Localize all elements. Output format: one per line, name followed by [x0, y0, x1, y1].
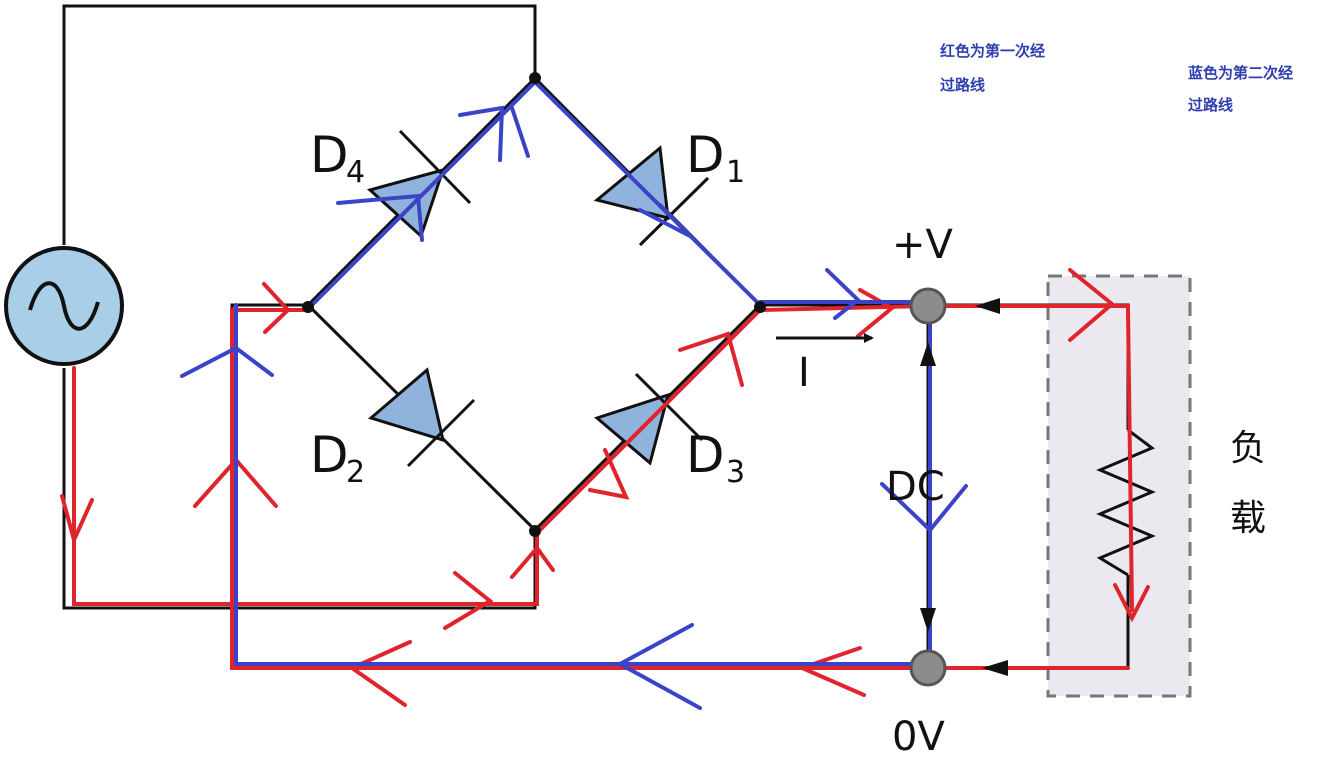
- label-d3: D: [686, 426, 725, 484]
- diode-d3: [593, 372, 704, 466]
- label-d1: D: [686, 126, 725, 184]
- blue-current-path: [180, 80, 968, 710]
- label-dc: DC: [886, 464, 945, 510]
- label-d2: D: [310, 426, 349, 484]
- legend-red-line2: 过路线: [940, 76, 985, 94]
- dc-arrows: [920, 298, 1008, 676]
- base-wiring: [62, 4, 1130, 670]
- red-current-path: [60, 268, 1150, 707]
- label-plus-v: +V: [892, 222, 954, 268]
- diode-d1: [593, 145, 710, 247]
- junction-dots: [302, 72, 766, 537]
- diode-d4: [366, 129, 472, 239]
- legend-blue-line2: 过路线: [1188, 96, 1233, 114]
- terminal-zero-v: [909, 649, 947, 687]
- label-d4-sub: 4: [346, 155, 365, 190]
- label-zero-v: 0V: [892, 714, 945, 760]
- label-load-1: 负: [1230, 428, 1266, 469]
- label-d2-sub: 2: [346, 455, 365, 490]
- load-box: [1046, 274, 1192, 698]
- label-current: I: [798, 350, 810, 396]
- legend-red-line1: 红色为第一次经: [940, 42, 1045, 60]
- sine-wave-icon: [28, 281, 100, 331]
- label-d3-sub: 3: [726, 455, 745, 490]
- diode-d2: [367, 367, 476, 468]
- ac-source: [4, 246, 124, 366]
- load-resistor: [1096, 428, 1156, 577]
- legend-blue-line1: 蓝色为第二次经: [1188, 64, 1293, 82]
- label-d1-sub: 1: [726, 155, 745, 190]
- label-load-2: 载: [1230, 498, 1266, 539]
- label-d4: D: [310, 126, 349, 184]
- terminal-plus-v: [909, 287, 947, 325]
